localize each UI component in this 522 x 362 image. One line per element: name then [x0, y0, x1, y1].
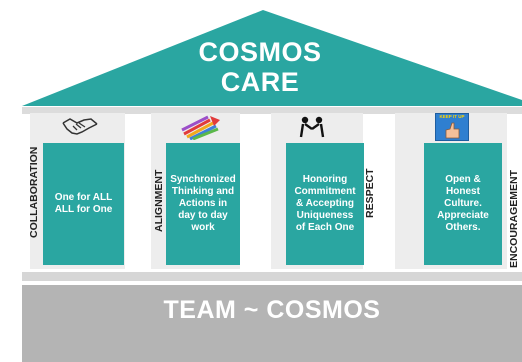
pillar-text-respect: Honoring Commitment & Accepting Uniquene…: [286, 143, 364, 265]
base-step: [22, 272, 522, 281]
pillar-label-respect: RESPECT: [364, 168, 376, 218]
pillar-text-collaboration: One for ALL ALL for One: [43, 143, 124, 265]
pillar-label-encouragement: ENCOURAGEMENT: [508, 169, 520, 268]
roof-title-line2: CARE: [220, 67, 300, 97]
pillar-text-encouragement: Open & Honest Culture. Appreciate Others…: [424, 143, 502, 265]
roof-beam: [22, 107, 522, 114]
handshake-icon: [62, 118, 98, 135]
keep-it-up-badge-text: KEEP IT UP: [439, 114, 465, 119]
roof: [22, 10, 522, 106]
pillar-label-collaboration: COLLABORATION: [28, 146, 40, 238]
base-title: TEAM ~ COSMOS: [163, 296, 381, 324]
people-greeting-icon: [299, 116, 325, 138]
base-foundation: [22, 285, 522, 362]
keep-it-up-thumbs-up-icon: KEEP IT UP: [435, 113, 469, 141]
pillar-text-alignment: Synchronized Thinking and Actions in day…: [166, 143, 240, 265]
aligned-arrows-icon: [181, 115, 220, 140]
roof-title-line1: COSMOS: [198, 37, 322, 67]
pillar-label-alignment: ALIGNMENT: [153, 169, 165, 232]
